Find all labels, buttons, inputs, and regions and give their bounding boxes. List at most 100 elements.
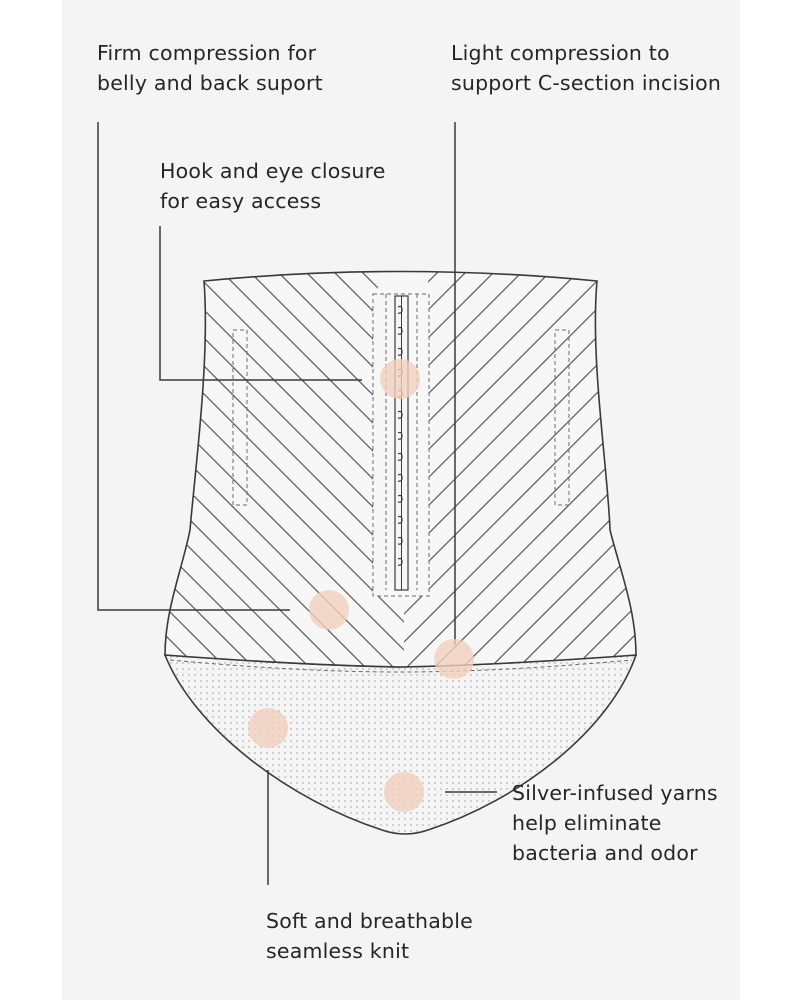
stripe-line <box>165 271 404 667</box>
hook-icon <box>397 347 403 356</box>
stripe-line <box>165 271 404 667</box>
stripe-line <box>404 271 636 667</box>
hook-icon <box>397 473 403 482</box>
stripe-line <box>289 271 404 667</box>
stripe-line <box>682 200 800 720</box>
stripe-line <box>165 271 307 667</box>
stripe-line <box>177 271 404 667</box>
stripe-line <box>794 200 800 720</box>
hook-icon <box>397 557 403 566</box>
stripe-line <box>0 200 26 720</box>
stripe-line <box>165 271 404 667</box>
stripe-line <box>0 200 146 720</box>
stripe-line <box>718 200 800 720</box>
stripe-line <box>404 271 636 667</box>
highlight-dot-hook <box>380 359 420 399</box>
highlight-dot-silver <box>384 772 424 812</box>
stripe-line <box>165 271 335 667</box>
stripe-line <box>165 271 363 667</box>
stripe-line <box>165 271 391 667</box>
stripe-line <box>0 200 118 720</box>
stripe-line <box>0 200 6 720</box>
hook-icon <box>397 410 403 419</box>
stripe-line <box>165 271 404 667</box>
stripe-line <box>662 200 800 720</box>
stripe-line <box>404 271 636 667</box>
label-soft-knit-line1: Soft and breathable <box>266 909 473 933</box>
label-silver-yarns-line1: Silver-infused yarns <box>512 781 718 805</box>
stripe-line <box>774 200 800 720</box>
stripe-line <box>465 271 636 667</box>
stripe-line <box>404 271 636 667</box>
stripe-line <box>404 271 567 667</box>
stripe-line <box>654 200 800 720</box>
right-side-boning <box>554 329 570 506</box>
label-light-compression-line1: Light compression to <box>451 41 670 65</box>
highlight-dot-firm <box>309 590 349 630</box>
label-hook-eye-line2: for easy access <box>160 189 322 213</box>
label-soft-knit: Soft and breathable seamless knit <box>266 906 473 966</box>
stripe-line <box>437 271 636 667</box>
highlight-dot-light <box>434 639 474 679</box>
label-silver-yarns-line2: help eliminate <box>512 811 662 835</box>
stripe-line <box>165 271 404 667</box>
stripe-line <box>521 271 636 667</box>
hook-eye-placket <box>372 293 430 597</box>
label-silver-yarns: Silver-infused yarns help eliminate bact… <box>512 778 718 868</box>
label-hook-eye: Hook and eye closure for easy access <box>160 156 386 216</box>
hook-icon <box>397 431 403 440</box>
stripe-line <box>165 271 404 667</box>
stripe-line <box>0 200 90 720</box>
hook-icon <box>397 515 403 524</box>
stripe-line <box>738 200 800 720</box>
label-firm-compression-line1: Firm compression for <box>97 41 317 65</box>
stripe-line <box>404 271 636 667</box>
leader-firm-compression <box>97 122 290 611</box>
stripe-line <box>261 271 404 667</box>
stripe-line <box>404 271 636 667</box>
label-light-compression-line2: support C-section incision <box>451 71 722 95</box>
stripe-line <box>0 200 82 720</box>
stripe-line <box>409 271 636 667</box>
stripe-line <box>404 271 636 667</box>
label-soft-knit-line2: seamless knit <box>266 939 410 963</box>
stripe-line <box>0 200 34 720</box>
label-firm-compression: Firm compression for belly and back supo… <box>97 38 323 98</box>
hook-icon <box>397 494 403 503</box>
stripe-line <box>233 271 404 667</box>
hook-icon <box>397 452 403 461</box>
stripe-line <box>404 271 623 667</box>
stripe-line <box>766 200 800 720</box>
stripe-line <box>626 200 800 720</box>
hook-icon <box>397 305 403 314</box>
waist-seam <box>169 659 633 673</box>
stripe-line <box>0 200 54 720</box>
stripe-line <box>0 200 62 720</box>
label-hook-eye-line1: Hook and eye closure <box>160 159 386 183</box>
hook-icon <box>397 536 403 545</box>
stripe-line <box>690 200 800 720</box>
stripe-line <box>404 271 595 667</box>
stripe-line <box>493 271 636 667</box>
label-firm-compression-line2: belly and back suport <box>97 71 323 95</box>
stripe-line <box>0 200 110 720</box>
stripe-line <box>0 200 138 720</box>
compression-body-outline <box>164 270 637 668</box>
label-light-compression: Light compression to support C-section i… <box>451 38 721 98</box>
stripe-line <box>633 271 636 667</box>
stripe-line <box>165 271 279 667</box>
stripe-line <box>165 271 404 667</box>
stripe-line <box>710 200 800 720</box>
leader-hook-eye <box>159 226 362 381</box>
stripe-line <box>205 271 404 667</box>
stripe-line <box>404 271 539 667</box>
hook-icon <box>397 326 403 335</box>
stripe-line <box>746 200 800 720</box>
label-silver-yarns-line3: bacteria and odor <box>512 841 698 865</box>
stripe-line <box>0 200 174 720</box>
stripe-line <box>165 271 167 667</box>
highlight-dot-knit <box>248 708 288 748</box>
left-side-boning <box>232 329 248 506</box>
